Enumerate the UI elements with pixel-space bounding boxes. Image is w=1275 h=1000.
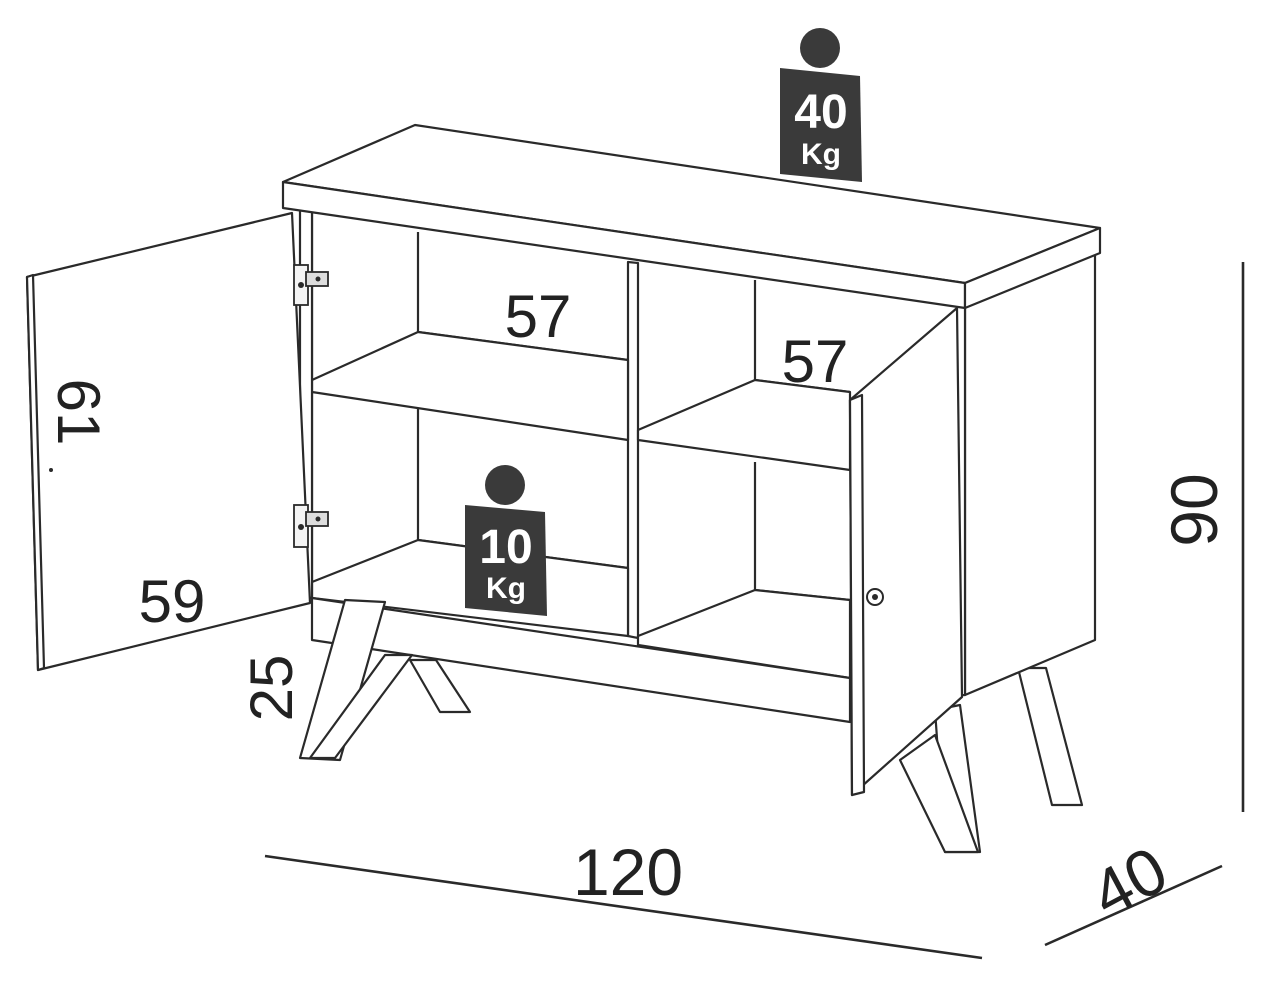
door-right-knob-icon bbox=[866, 588, 884, 606]
hinge-upper-icon bbox=[293, 264, 329, 306]
leg-back-right bbox=[1016, 666, 1084, 807]
leg-front-left-inner bbox=[308, 653, 414, 760]
weight-tag-shelf-icon: 10 Kg bbox=[465, 465, 547, 616]
weight-tag-top-icon: 40 Kg bbox=[780, 28, 862, 182]
base-rail bbox=[310, 596, 852, 724]
leg-front-right-inner bbox=[898, 733, 980, 854]
weight-top-value: 40 bbox=[794, 86, 847, 139]
top-panel-side bbox=[963, 226, 1102, 310]
weight-top-unit: Kg bbox=[801, 138, 841, 171]
door-left-edge bbox=[25, 273, 46, 672]
door-width-label: 59 bbox=[139, 568, 206, 635]
width-label: 120 bbox=[573, 835, 683, 909]
leg-back-left bbox=[408, 658, 472, 714]
weight-shelf-value: 10 bbox=[479, 521, 532, 574]
niche-right-label: 57 bbox=[782, 328, 849, 395]
door-height-label: 61 bbox=[45, 379, 112, 446]
leg-height-label: 25 bbox=[238, 655, 305, 722]
door-left-knob bbox=[49, 468, 53, 472]
shelf-right-bottom bbox=[636, 588, 852, 680]
width-dimension-line bbox=[264, 854, 983, 960]
height-label: 90 bbox=[1157, 473, 1231, 546]
niche-left-label: 57 bbox=[505, 283, 572, 350]
door-right-edge bbox=[848, 393, 866, 797]
leg-front-left bbox=[298, 598, 387, 762]
side-panel-right bbox=[963, 251, 1097, 697]
depth-dimension-line bbox=[1044, 864, 1223, 947]
center-divider bbox=[626, 260, 640, 640]
depth-label: 40 bbox=[1079, 832, 1179, 932]
hinge-lower-icon bbox=[293, 504, 329, 548]
weight-shelf-unit: Kg bbox=[486, 572, 526, 605]
